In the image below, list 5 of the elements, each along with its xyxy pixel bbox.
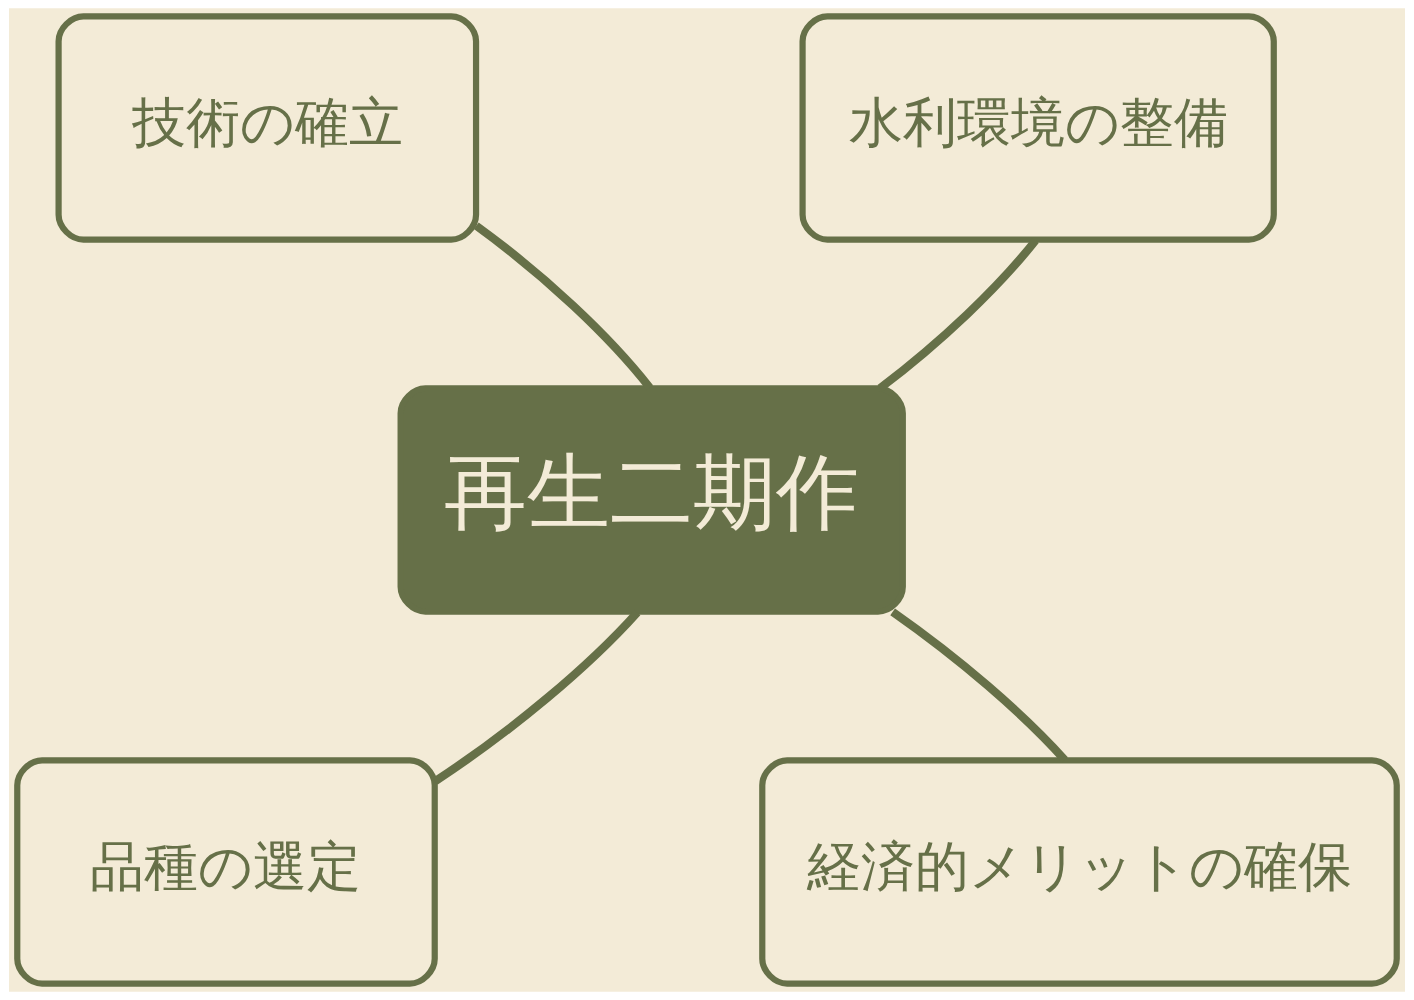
node-box: 技術の確立 — [55, 13, 480, 243]
node-box: 水利環境の整備 — [799, 13, 1277, 243]
node-box: 経済的メリットの確保 — [759, 757, 1400, 987]
node-box: 再生二期作 — [397, 385, 906, 615]
node-box: 品種の選定 — [14, 757, 438, 987]
